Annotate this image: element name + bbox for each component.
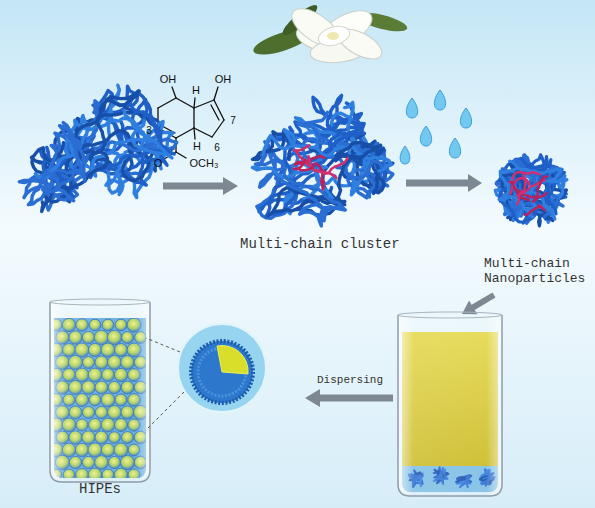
nanoparticle-stage: Multi-chain Nanoparticles — [484, 135, 592, 287]
protein-chain — [499, 168, 561, 219]
reaction-arrow — [163, 177, 238, 195]
arrow-shaft — [406, 180, 469, 187]
atom-label: H — [193, 140, 201, 153]
stage-caption: HIPEs — [79, 481, 121, 498]
crosslink — [317, 164, 324, 190]
crosslink — [314, 158, 348, 174]
process-arrow — [406, 174, 482, 192]
protein-chain — [42, 91, 139, 212]
cluster-stage: Multi-chain cluster — [240, 85, 404, 253]
protein-chain — [255, 155, 345, 226]
atom-label: OH — [160, 73, 177, 86]
process-arrow — [462, 292, 496, 314]
water-drops — [400, 90, 472, 164]
crosslink — [517, 175, 525, 204]
crosslink — [294, 160, 314, 171]
oil-beaker — [398, 312, 502, 496]
stage-caption: Multi-chain Nanoparticles — [484, 256, 588, 287]
position-number: 6 — [214, 142, 220, 154]
crosslink — [525, 205, 545, 215]
atom-label: OH — [215, 73, 232, 86]
gardenia-flower — [251, 1, 409, 66]
position-number: 3 — [146, 125, 152, 137]
protein-chain — [28, 123, 85, 205]
crosslink — [513, 172, 540, 179]
atom-label: O — [154, 157, 163, 170]
zoom-droplet — [146, 324, 266, 430]
stage-caption: Multi-chain cluster — [240, 236, 400, 253]
nanoparticle — [495, 155, 567, 226]
protein-chains — [19, 85, 176, 211]
hipes-stage: HIPEs — [50, 296, 150, 498]
step-label: Dispersing — [317, 374, 383, 387]
hipes-beaker — [49, 299, 150, 482]
multi-chain-cluster — [253, 95, 393, 226]
dispersing-arrow — [305, 389, 393, 407]
arrow-head — [468, 174, 482, 192]
position-number: 7 — [230, 115, 236, 127]
crosslink — [533, 176, 548, 201]
atom-label: OCH₃ — [190, 157, 219, 170]
atom-label: H — [192, 84, 200, 97]
